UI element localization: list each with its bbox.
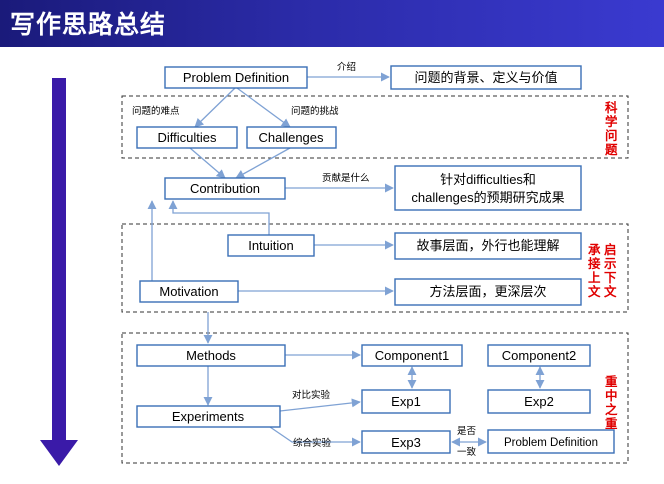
svg-text:学: 学 (605, 114, 618, 129)
edge-label-intro: 介绍 (337, 61, 356, 73)
edge-label-difficulty: 问题的难点 (132, 105, 180, 117)
node-story-level: 故事层面，外行也能理解 (394, 232, 582, 260)
svg-text:针对difficulties和: 针对difficulties和 (440, 172, 536, 187)
section-label-inspire: 启 示 下 文 (603, 242, 617, 299)
edge-label-what-contribution: 贡献是什么 (322, 172, 370, 184)
node-exp3: Exp3 (361, 430, 451, 454)
section-key-point (121, 332, 629, 464)
svg-text:之: 之 (605, 402, 618, 417)
node-targeted-results: 针对difficulties和 challenges的预期研究成果 (394, 165, 582, 211)
svg-text:承: 承 (588, 242, 601, 257)
edge-label-comprehensive: 综合实验 (293, 437, 332, 449)
svg-text:Problem Definition: Problem Definition (504, 437, 598, 449)
node-component1: Component1 (361, 344, 463, 367)
node-methods: Methods (136, 344, 286, 367)
svg-text:Contribution: Contribution (190, 181, 260, 196)
node-experiments: Experiments (136, 405, 281, 428)
edge-label-consistent-1: 是否 (457, 426, 477, 437)
edge-label-comparison: 对比实验 (292, 389, 331, 401)
section-label-key-point: 重 中 之 重 (605, 374, 618, 431)
svg-text:Intuition: Intuition (248, 238, 294, 253)
svg-text:Component1: Component1 (375, 348, 449, 363)
svg-text:Exp2: Exp2 (524, 394, 554, 409)
svg-text:示: 示 (603, 256, 617, 271)
svg-text:Methods: Methods (186, 348, 236, 363)
svg-text:问题的背景、定义与价值: 问题的背景、定义与价值 (414, 70, 557, 85)
svg-text:故事层面，外行也能理解: 故事层面，外行也能理解 (416, 238, 559, 253)
edge-label-challenge: 问题的挑战 (291, 105, 339, 117)
node-difficulties: Difficulties (136, 126, 238, 149)
svg-text:Experiments: Experiments (172, 409, 245, 424)
svg-text:上: 上 (588, 270, 601, 285)
svg-text:Challenges: Challenges (258, 130, 324, 145)
node-intuition: Intuition (227, 234, 315, 257)
svg-text:文: 文 (588, 284, 601, 299)
edge-label-consistent-2: 一致 (457, 446, 477, 458)
section-label-scientific-question: 科 学 问 题 (605, 100, 618, 157)
node-contribution: Contribution (164, 177, 286, 200)
title-banner: 写作思路总结 (0, 0, 664, 47)
node-exp1: Exp1 (361, 389, 451, 414)
section-inspire-connect (121, 223, 629, 313)
svg-text:Motivation: Motivation (159, 284, 218, 299)
node-motivation: Motivation (139, 280, 239, 303)
node-problem-definition: Problem Definition (164, 66, 308, 89)
svg-text:challenges的预期研究成果: challenges的预期研究成果 (411, 190, 564, 205)
svg-text:问: 问 (605, 128, 618, 143)
svg-text:方法层面，更深层次: 方法层面，更深层次 (429, 284, 546, 299)
svg-text:重: 重 (605, 374, 618, 389)
svg-text:Exp3: Exp3 (391, 435, 421, 450)
section-label-connect: 承 接 上 文 (588, 242, 601, 299)
node-problem-definition-2: Problem Definition (487, 429, 615, 454)
svg-text:接: 接 (588, 256, 601, 271)
node-challenges: Challenges (246, 126, 337, 149)
svg-text:启: 启 (604, 242, 617, 257)
svg-text:题: 题 (605, 142, 618, 157)
progress-down-arrow (40, 78, 78, 466)
svg-text:Difficulties: Difficulties (157, 130, 217, 145)
svg-text:Problem Definition: Problem Definition (183, 70, 289, 85)
svg-text:Component2: Component2 (502, 348, 576, 363)
svg-text:文: 文 (604, 284, 617, 299)
svg-text:重: 重 (605, 416, 618, 431)
svg-text:科: 科 (605, 100, 618, 115)
edges (147, 72, 545, 447)
node-component2: Component2 (487, 344, 591, 367)
node-method-level: 方法层面，更深层次 (394, 278, 582, 306)
node-exp2: Exp2 (487, 389, 591, 414)
svg-text:下: 下 (604, 270, 617, 285)
page-title: 写作思路总结 (10, 10, 167, 39)
section-scientific-question (121, 95, 629, 159)
svg-text:中: 中 (605, 388, 618, 403)
node-background: 问题的背景、定义与价值 (390, 65, 582, 90)
svg-text:Exp1: Exp1 (391, 394, 421, 409)
